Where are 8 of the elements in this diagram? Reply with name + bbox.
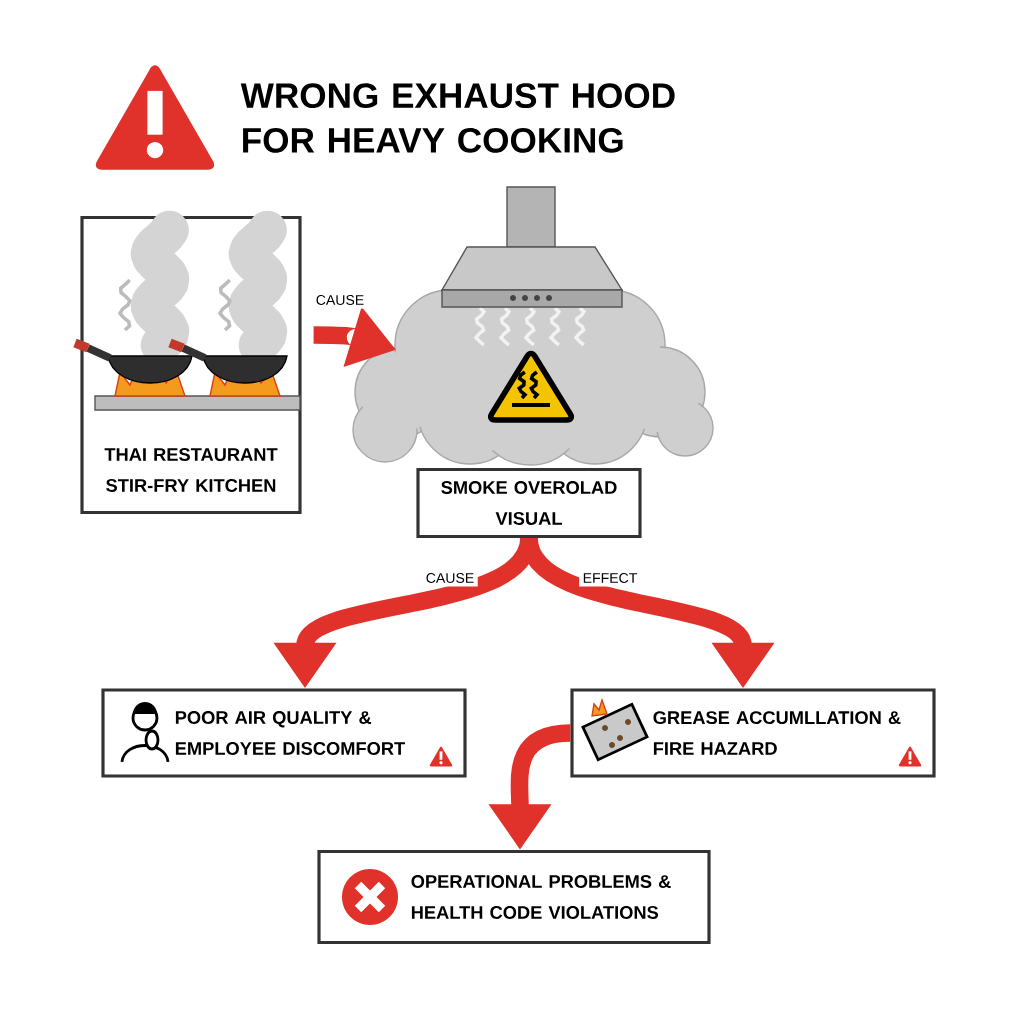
text-box: GREASE ACCUMLLATION & FIRE HAZARD (570, 688, 936, 778)
title: WRONG EXHAUST HOOD FOR HEAVY COOKING (240, 83, 675, 153)
edge-label: EFFECT (579, 569, 641, 587)
text-box: OPERATIONAL PROBLEMS & HEALTH CODE VIOLATIONS (317, 849, 711, 945)
edge-label: CAUSE (312, 291, 368, 309)
edge-label: CAUSE (422, 569, 478, 587)
text-box: POOR AIR QUALITY & EMPLOYEE DISCOMFORT (101, 688, 467, 778)
text-box: SMOKE OVEROLAD VISUAL (416, 467, 642, 539)
